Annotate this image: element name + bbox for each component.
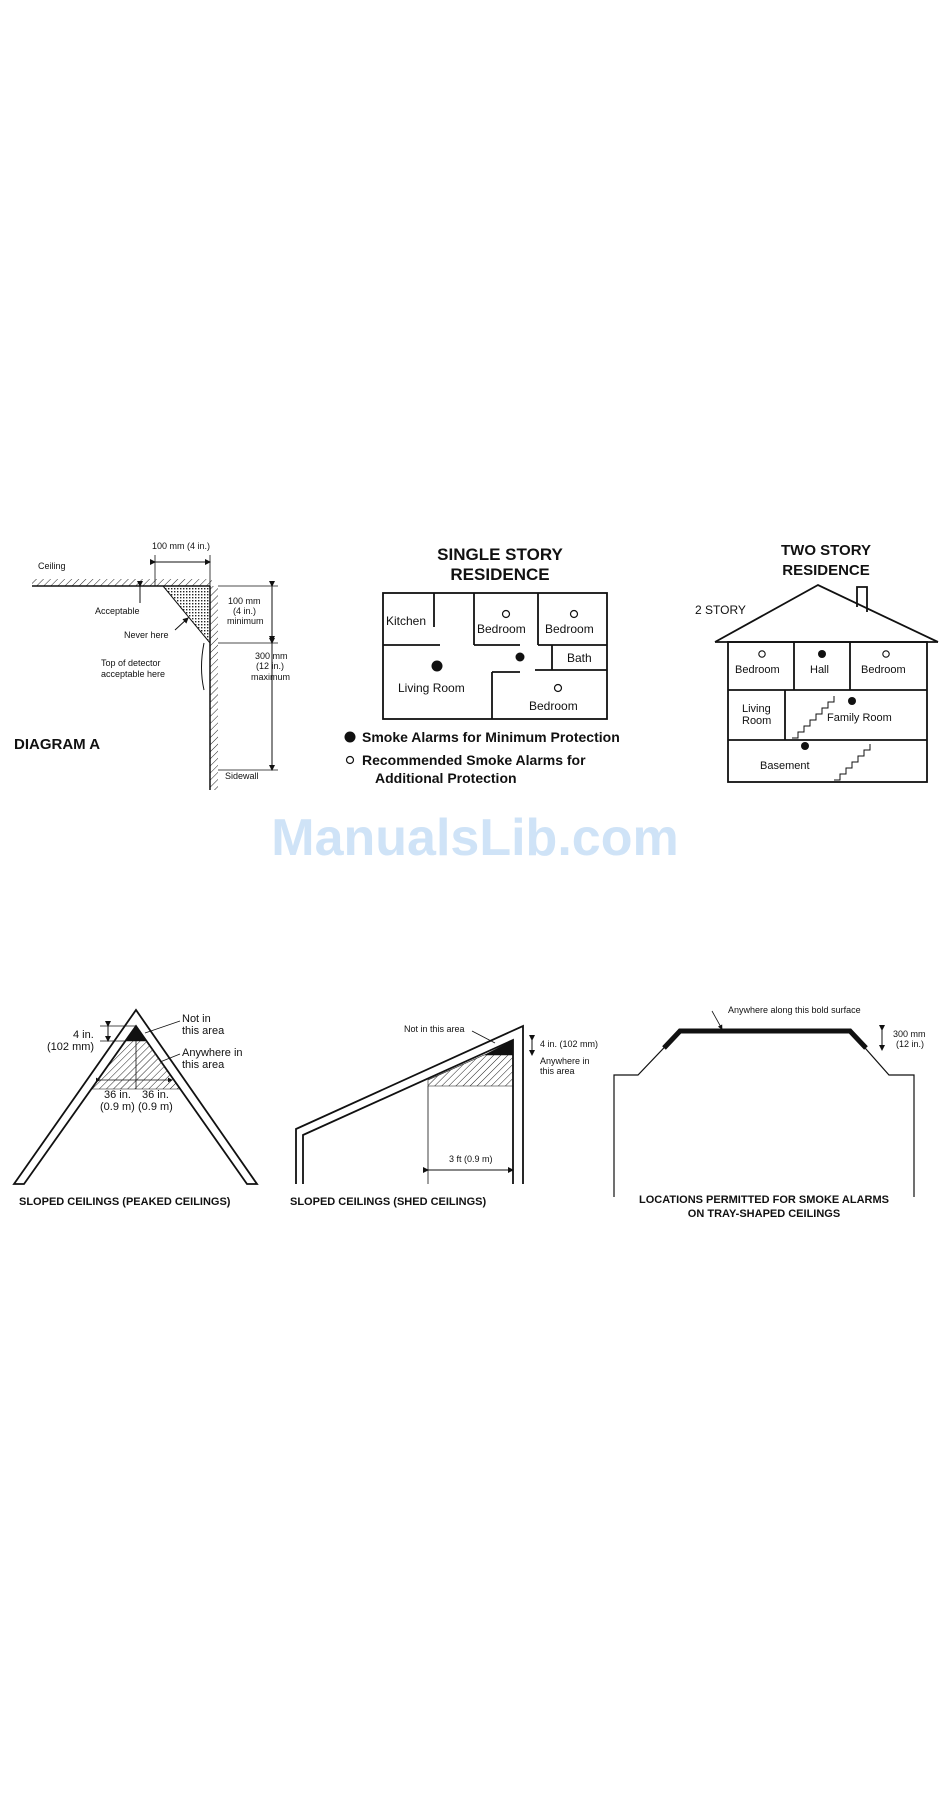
story-label: 2 STORY bbox=[695, 603, 746, 617]
diagram-a: Ceiling 100 mm (4 in.) Acceptable Never … bbox=[14, 541, 290, 790]
bedroom-label: Bedroom bbox=[545, 622, 594, 636]
never-here-arrow bbox=[174, 617, 189, 631]
minimum-alarm-icon bbox=[515, 652, 525, 662]
hall-label: Hall bbox=[810, 664, 829, 676]
shed-caption: SLOPED CEILINGS (SHED CEILINGS) bbox=[290, 1196, 487, 1208]
legend-recommended-label: Recommended Smoke Alarms for bbox=[362, 752, 586, 768]
anywhere-label: this area bbox=[540, 1066, 575, 1076]
peaked-ceiling-diagram: 4 in. (102 mm) Not in this area Anywhere… bbox=[12, 1008, 259, 1208]
not-in-area-zone bbox=[484, 1040, 513, 1055]
tray-caption: LOCATIONS PERMITTED FOR SMOKE ALARMS bbox=[639, 1194, 889, 1206]
max-label: maximum bbox=[251, 672, 290, 682]
never-here-label: Never here bbox=[124, 630, 169, 640]
right-dim-label: (0.9 m) bbox=[138, 1101, 173, 1113]
right-dim-label: 36 in. bbox=[142, 1089, 169, 1101]
minimum-alarm-icon bbox=[801, 742, 809, 750]
detector-bracket bbox=[201, 642, 205, 691]
left-dim-label: 36 in. bbox=[104, 1089, 131, 1101]
recommended-alarm-icon bbox=[882, 650, 890, 658]
legend-recommended-icon bbox=[345, 755, 355, 765]
legend-minimum-icon bbox=[344, 731, 356, 743]
bottom-dim-label: 3 ft (0.9 m) bbox=[449, 1154, 493, 1164]
minimum-alarm-icon bbox=[818, 650, 826, 658]
upper-stairs bbox=[792, 696, 835, 739]
two-story-diagram: TWO STORY RESIDENCE 2 STORY Bedroom Hall… bbox=[695, 542, 939, 783]
tray-ceiling-diagram: Anywhere along this bold surface 300 mm … bbox=[613, 1005, 926, 1220]
not-in-label: Not in this area bbox=[404, 1024, 465, 1034]
living-room-label: Living Room bbox=[398, 681, 465, 695]
basement-label: Basement bbox=[760, 760, 810, 772]
tray-outline bbox=[613, 1030, 915, 1197]
anywhere-zone bbox=[427, 1054, 514, 1087]
tray-dim-label: 300 mm bbox=[893, 1029, 926, 1039]
house-outline bbox=[714, 583, 939, 783]
not-in-leader bbox=[144, 1020, 181, 1034]
floor-plan bbox=[382, 592, 608, 720]
bath-label: Bath bbox=[567, 651, 592, 665]
not-in-leader bbox=[471, 1030, 496, 1044]
not-in-label: Not in bbox=[182, 1013, 211, 1025]
basement-stairs bbox=[834, 744, 871, 781]
recommended-alarm-icon bbox=[569, 609, 579, 619]
legend-minimum-label: Smoke Alarms for Minimum Protection bbox=[362, 729, 620, 745]
shed-ceiling-diagram: Not in this area 4 in. (102 mm) Anywhere… bbox=[290, 1024, 598, 1208]
tray-caption: ON TRAY-SHAPED CEILINGS bbox=[688, 1208, 840, 1220]
min-label: minimum bbox=[227, 616, 264, 626]
max-label: 300 mm bbox=[255, 651, 288, 661]
single-story-title: RESIDENCE bbox=[450, 565, 549, 584]
anywhere-label: Anywhere in bbox=[182, 1047, 243, 1059]
not-in-area-zone bbox=[125, 1026, 147, 1041]
ceiling-hatch bbox=[32, 579, 212, 586]
max-label: (12 in.) bbox=[256, 661, 284, 671]
watermark: ManualsLib.com bbox=[271, 809, 678, 867]
top-detector-label: Top of detector bbox=[101, 658, 161, 668]
diagram-a-title: DIAGRAM A bbox=[14, 736, 100, 753]
recommended-alarm-icon bbox=[758, 650, 766, 658]
anywhere-label: Anywhere in bbox=[540, 1056, 590, 1066]
bold-surface bbox=[662, 1028, 868, 1050]
ceiling-label: Ceiling bbox=[38, 561, 66, 571]
acceptable-label: Acceptable bbox=[95, 606, 140, 616]
peaked-caption: SLOPED CEILINGS (PEAKED CEILINGS) bbox=[19, 1196, 231, 1208]
living-room-label: Room bbox=[742, 715, 771, 727]
legend-recommended-label: Additional Protection bbox=[375, 770, 517, 786]
bedroom-label: Bedroom bbox=[861, 664, 906, 676]
shed-roof bbox=[295, 1024, 524, 1184]
top-dim-label: 4 in. bbox=[73, 1029, 94, 1041]
two-story-title: RESIDENCE bbox=[782, 562, 870, 579]
minimum-alarm-icon bbox=[848, 697, 856, 705]
single-story-title: SINGLE STORY bbox=[437, 545, 563, 564]
min-label: (4 in.) bbox=[233, 606, 256, 616]
kitchen-label: Kitchen bbox=[386, 614, 426, 628]
single-story-diagram: SINGLE STORY RESIDENCE Kitchen Bedroom B… bbox=[344, 545, 620, 786]
recommended-alarm-icon bbox=[501, 609, 511, 619]
anywhere-label: Anywhere along this bold surface bbox=[728, 1005, 861, 1015]
sidewall-hatch bbox=[210, 586, 218, 790]
anywhere-leader bbox=[159, 1053, 181, 1063]
top-detector-label: acceptable here bbox=[101, 669, 165, 679]
family-room-label: Family Room bbox=[827, 712, 892, 724]
top-dim-label: (102 mm) bbox=[47, 1041, 94, 1053]
tray-dim-label: (12 in.) bbox=[896, 1039, 924, 1049]
two-story-title: TWO STORY bbox=[781, 542, 871, 559]
bedroom-label: Bedroom bbox=[529, 699, 578, 713]
not-in-label: this area bbox=[182, 1025, 225, 1037]
bedroom-label: Bedroom bbox=[735, 664, 780, 676]
anywhere-label: this area bbox=[182, 1059, 225, 1071]
top-dim-label: 4 in. (102 mm) bbox=[540, 1039, 598, 1049]
living-room-label: Living bbox=[742, 703, 771, 715]
anywhere-leader bbox=[711, 1010, 723, 1030]
min-label: 100 mm bbox=[228, 596, 261, 606]
dead-air-zone bbox=[161, 585, 211, 645]
left-dim-label: (0.9 m) bbox=[100, 1101, 135, 1113]
minimum-alarm-icon bbox=[431, 660, 443, 672]
top-dim-label: 100 mm (4 in.) bbox=[152, 541, 210, 551]
bedroom-label: Bedroom bbox=[477, 622, 526, 636]
peaked-roof bbox=[12, 1008, 259, 1185]
sidewall-label: Sidewall bbox=[225, 771, 259, 781]
recommended-alarm-icon bbox=[553, 683, 563, 693]
